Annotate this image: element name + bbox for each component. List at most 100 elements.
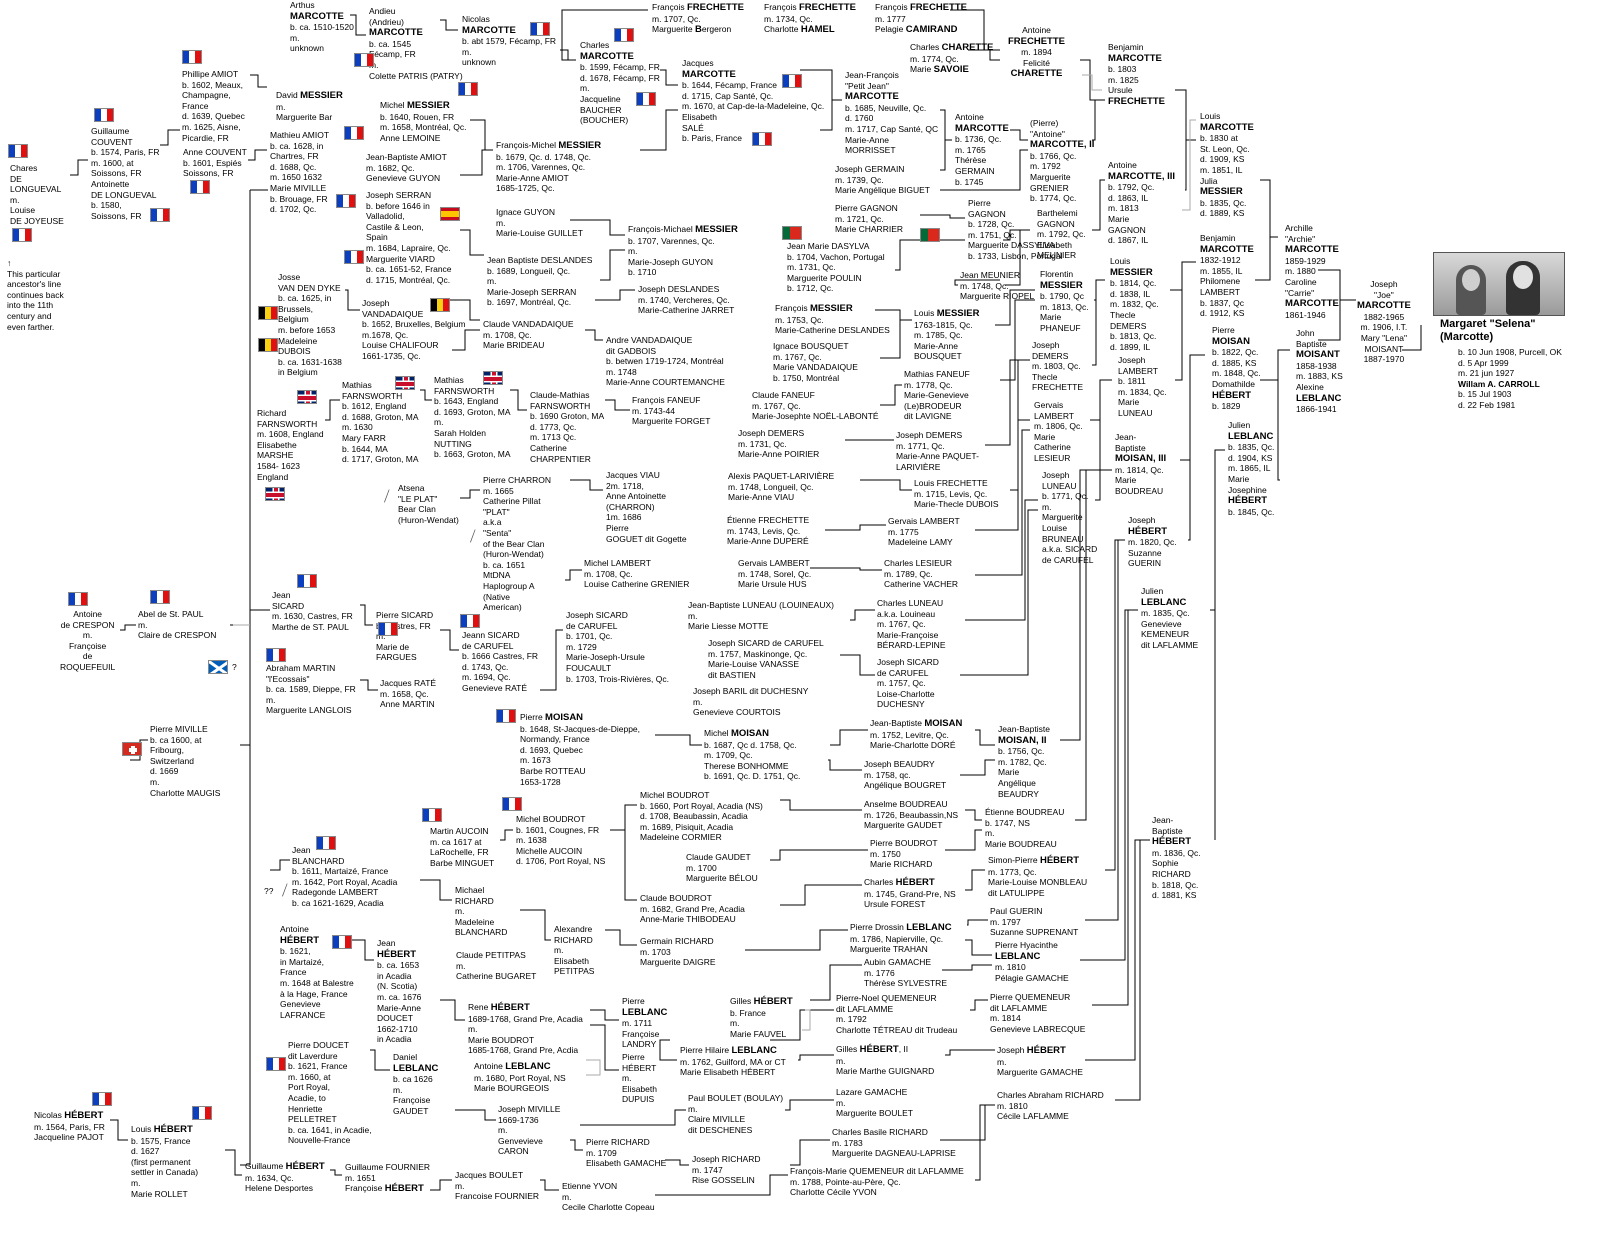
ancestor-line: Angélique [998, 777, 1036, 788]
ancestor-line: m. 1757, Qc. [877, 678, 926, 689]
ancestor-line: m. 1789, Qc. [884, 568, 933, 579]
ancestor-line: Paul BOULET (BOULAY) [688, 1093, 784, 1103]
ancestor-line: Marguerite TRAHAN [850, 944, 928, 955]
ancestor-line: Marguerite GAMACHE [997, 1067, 1083, 1078]
ancestor-line: Etienne YVON [562, 1181, 618, 1191]
ancestor-line: d. 1904, KS [1228, 452, 1273, 463]
flag-fr-icon [502, 797, 522, 811]
ancestor-line: Michel MOISAN [704, 728, 769, 739]
ancestor-line: FARNSWORTH [257, 418, 318, 429]
ancestor-line: 1763-1815, Qc. [914, 319, 973, 330]
ancestor-line: HÉBERT [622, 1062, 657, 1073]
ancestor-line: m. ca 1617 at [430, 836, 482, 847]
ancestor-line: m. [456, 960, 466, 971]
ancestor-line: m. 1711 [622, 1018, 653, 1029]
ancestor-line: David MESSIER [276, 90, 343, 101]
ancestor-line: HÉBERT [1152, 836, 1192, 848]
ancestor-line: Antoine [1108, 160, 1137, 170]
ancestor-line: m. 1758, qc. [864, 769, 911, 780]
ancestor-line: m. 1658, Qc. [380, 688, 429, 699]
ancestor-line: m. [693, 696, 703, 707]
ancestor-line: d. 1715, Cap Santé, Qc. [682, 90, 774, 101]
ancestor-line: 1859-1929 [1285, 255, 1326, 266]
ancestor-line: m. [688, 610, 698, 621]
ancestor-line: Sophie [1152, 858, 1179, 869]
ancestor-line: m. 1906, I.T. [1360, 322, 1408, 333]
ancestor-line: m. 1865, IL [1228, 463, 1271, 474]
ancestor-line: Genevieve LABRECQUE [990, 1023, 1086, 1034]
ancestor-line: b. 1652, Bruxelles, Belgium [362, 319, 466, 330]
ancestor-line: b. ca. 1651 [483, 559, 526, 570]
ancestor-line: MARCOTTE [580, 50, 634, 62]
ancestor-line: Thecle [1032, 371, 1058, 382]
ancestor-line: d. 1867, IL [1108, 235, 1149, 246]
ancestor-line: m. 1752, Levitre, Qc. [870, 729, 949, 740]
ancestor-line: Mathias [342, 380, 372, 390]
ancestor-line: Jean-François [845, 70, 899, 80]
ancestor-line: BÉRARD-LEPINE [877, 640, 946, 651]
ancestor-line: FRECHETTE [1008, 35, 1065, 47]
ancestor-line: Jacques BOULET [455, 1170, 524, 1180]
ancestor-line: Marguerite BÉLOU [686, 873, 758, 884]
ancestor-line: m. [276, 101, 286, 112]
ancestor-line: Champagne, [182, 90, 231, 101]
ancestor-line: m. 1783 [832, 1137, 863, 1148]
ancestor-line: MARCOTTE [1108, 52, 1162, 64]
ancestor-line: m. 1689, Pisiquit, Acadia [640, 821, 734, 832]
ancestor-line: m. 1778, Qc. [904, 379, 953, 390]
ancestor-line: Daniel [393, 1052, 418, 1062]
ancestor-line: MARCOTTE [462, 24, 516, 36]
ancestor-line: b. ca. 1641, in Acadie, [288, 1124, 372, 1135]
flag-uk-icon [483, 371, 503, 385]
couple-photo [1433, 252, 1565, 316]
question-mark: ? [232, 662, 237, 672]
ancestor-line: Ursule FOREST [864, 899, 926, 910]
ancestor-line: m. 1717, Cap Santé, QC [845, 123, 939, 134]
ancestor-line: Suzanne [1128, 547, 1162, 558]
ancestor-line: Marie [1034, 431, 1056, 442]
ancestor-line: dit LATULIPPE [988, 887, 1045, 898]
ancestor-line: Ignace BOUSQUET [773, 341, 849, 351]
ancestor-line: Claude FANEUF [752, 390, 815, 400]
ancestor-line: Pierre MOISAN [520, 712, 584, 723]
ancestor-line: Guillaume [91, 126, 130, 136]
ancestor-line: m. ca. 1676 [377, 991, 422, 1002]
ancestor-line: m. [290, 32, 300, 43]
ancestor-line: LEBLANC [1228, 430, 1274, 442]
ancestor-line: "Joe" [1374, 289, 1394, 300]
ancestor-line: Marie Elisabeth HÉBERT [680, 1067, 776, 1078]
ancestor-line: m. 1715, Levis, Qc. [914, 488, 988, 499]
ancestor-line: Claude-Mathias [530, 390, 590, 400]
ancestor-line: b. 1813, Qc. [1110, 331, 1157, 342]
ancestor-line: England [257, 471, 289, 482]
ancestor-line: Marie Liesse MOTTE [688, 621, 769, 632]
ancestor-line: Pierre SICARD [376, 610, 434, 620]
ancestor-line: Domathilde [1212, 378, 1255, 389]
ancestor-line: Jean MEUNIER [960, 270, 1020, 280]
ancestor-line: b. ca. 1625, in [278, 293, 332, 304]
ancestor-line: MARCOTTE [290, 10, 344, 22]
ancestor-line: m. 1765 [955, 144, 986, 155]
flag-fr-icon [530, 22, 550, 36]
ancestor-line: a.k.a. SICARD [1042, 544, 1098, 555]
ancestor-line: MOISANT [1296, 349, 1340, 361]
ancestor-line: b. 1830 at [1200, 133, 1238, 144]
ancestor-line: Julien [1228, 420, 1251, 430]
ancestor-line: m. [82, 630, 93, 641]
ancestor-line: m. [836, 1097, 846, 1108]
ancestor-line: Joseph MIVILLE [498, 1104, 561, 1114]
ancestor-line: m. 1825 [1108, 74, 1139, 85]
ancestor-line: François-Marie QUEMENEUR dit LAFLAMME [790, 1166, 964, 1176]
